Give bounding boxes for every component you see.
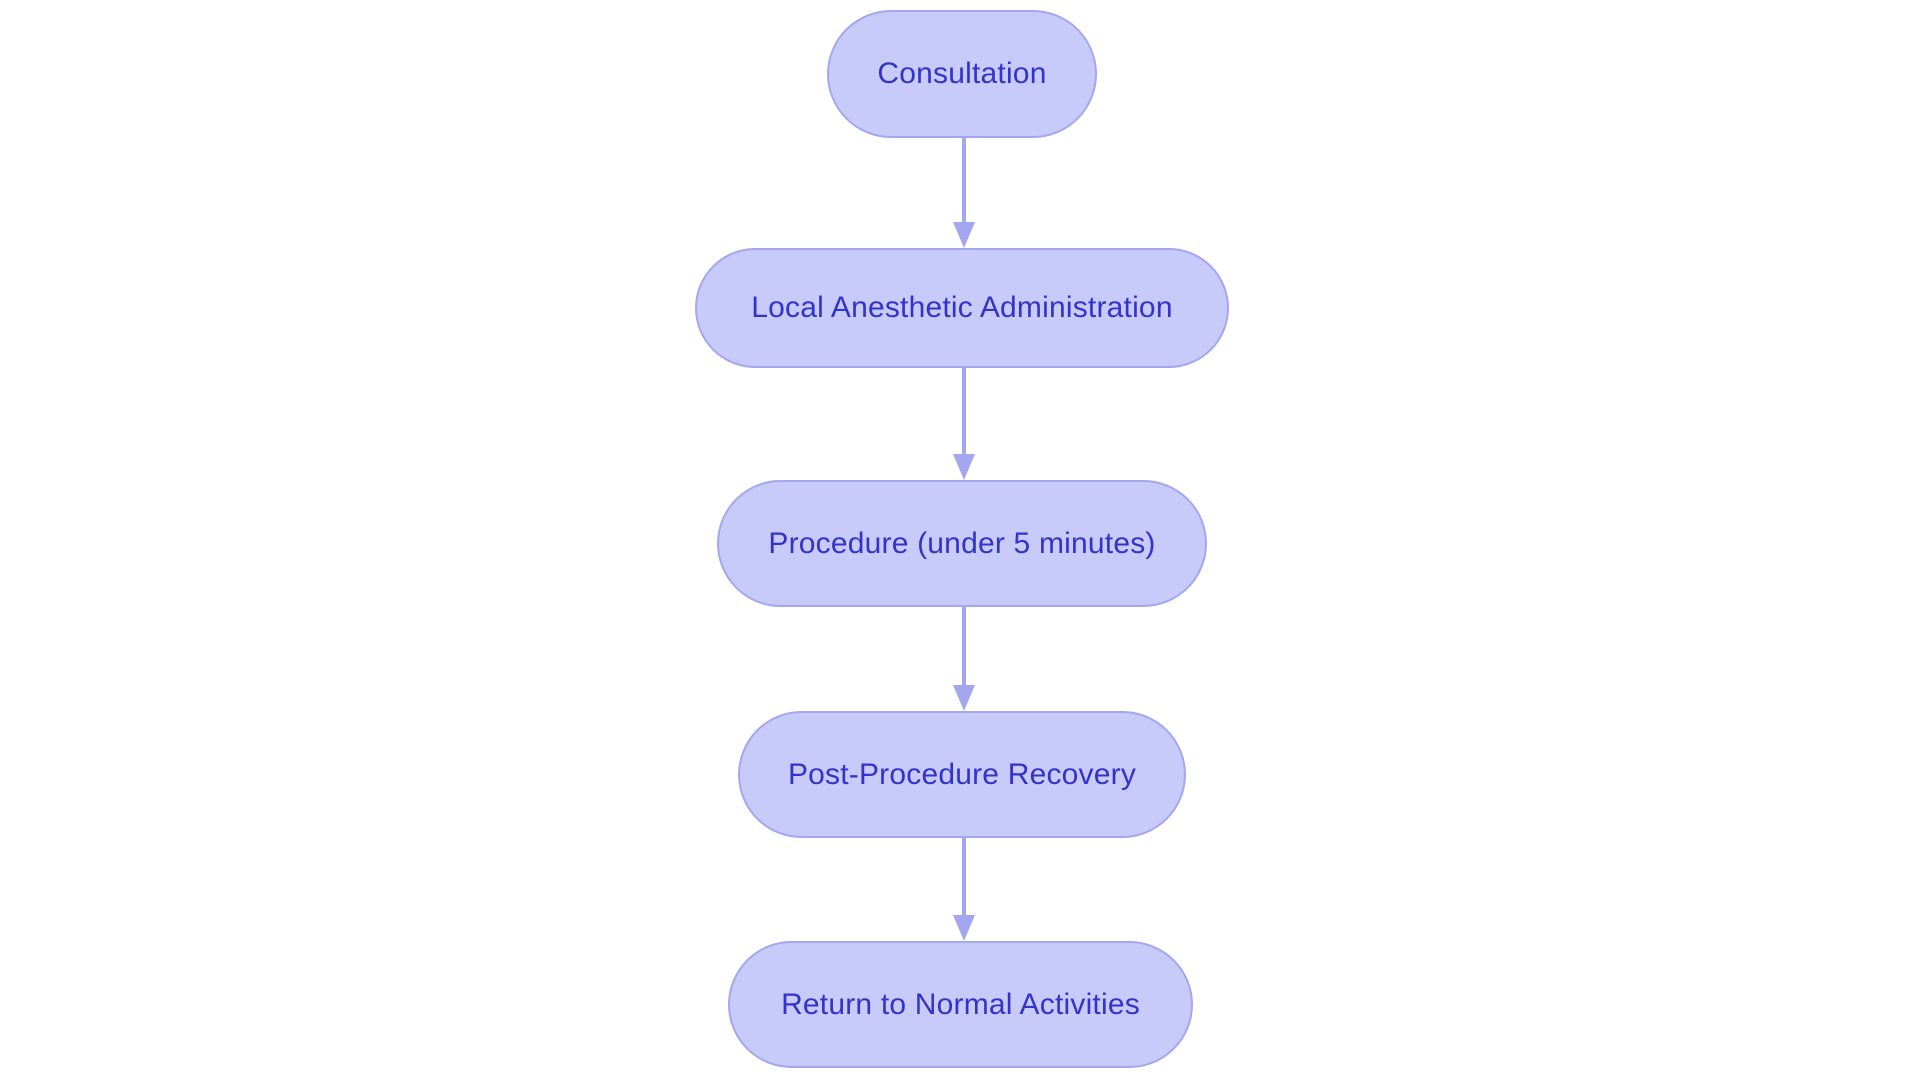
flow-node-post-procedure-recovery[interactable]: Post-Procedure Recovery <box>738 711 1186 838</box>
edge-post-procedure-recovery-to-return-to-normal-activities <box>953 838 975 941</box>
edge-consultation-to-local-anesthetic-administration <box>953 138 975 248</box>
flow-node-return-to-normal-activities[interactable]: Return to Normal Activities <box>728 941 1193 1068</box>
edge-local-anesthetic-administration-to-procedure <box>953 368 975 480</box>
flow-node-label: Post-Procedure Recovery <box>787 757 1137 791</box>
flow-node-label: Consultation <box>877 57 1047 90</box>
flow-node-label: Local Anesthetic Administration <box>751 291 1173 324</box>
edge-procedure-to-post-procedure-recovery <box>953 607 975 711</box>
flow-node-label: Return to Normal Activities <box>781 987 1140 1021</box>
flow-node-local-anesthetic-administration[interactable]: Local Anesthetic Administration <box>695 248 1229 368</box>
flow-node-procedure[interactable]: Procedure (under 5 minutes) <box>717 480 1207 607</box>
flow-node-label: Procedure (under 5 minutes) <box>768 526 1156 560</box>
flow-node-consultation[interactable]: Consultation <box>827 10 1097 138</box>
